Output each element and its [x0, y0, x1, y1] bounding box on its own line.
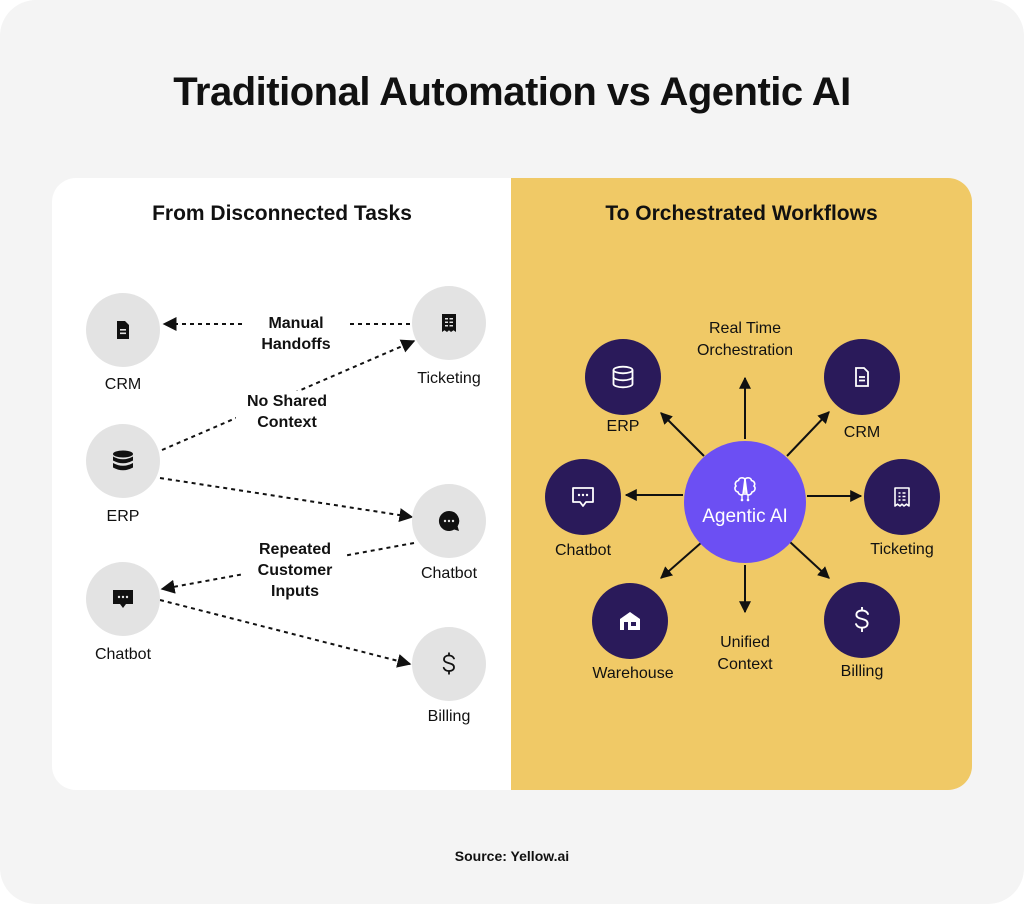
edge-chatbot-to-billing	[159, 599, 412, 668]
document-icon	[117, 321, 129, 339]
ticketing-label-left: Ticketing	[417, 370, 481, 387]
document-icon	[855, 367, 869, 387]
chatbot-node-left	[86, 562, 160, 636]
billing-node-right	[824, 582, 900, 658]
ticketing-node-left	[412, 286, 486, 360]
dollar-icon	[442, 652, 455, 675]
billing-label-left: Billing	[427, 708, 471, 725]
erp-label-right: ERP	[606, 418, 640, 435]
receipt-icon	[894, 487, 910, 507]
erp-label-left: ERP	[106, 508, 140, 525]
edge-label-manual-handoffs: Manual Handoffs	[244, 313, 348, 355]
erp-node-left	[86, 424, 160, 498]
ticketing-node-right	[864, 459, 940, 535]
agentic-ai-hub: Agentic AI	[684, 441, 806, 563]
chatbot-label-left: Chatbot	[94, 646, 152, 663]
right-panel-heading: To Orchestrated Workflows	[605, 202, 878, 225]
hub-label: Agentic AI	[702, 506, 788, 527]
arrow-hub-warehouse	[660, 541, 703, 579]
chat-bubble-icon	[572, 487, 594, 507]
chatbot-label-left-2: Chatbot	[420, 565, 478, 582]
brain-icon	[734, 477, 756, 502]
arrow-hub-erp	[660, 412, 705, 457]
billing-node-left	[412, 627, 486, 701]
database-icon	[612, 365, 634, 389]
warehouse-label-right: Warehouse	[592, 665, 674, 682]
ticketing-label-right: Ticketing	[870, 541, 934, 558]
edge-label-repeated-inputs: Repeated Customer Inputs	[244, 539, 346, 602]
left-panel-heading: From Disconnected Tasks	[152, 202, 412, 225]
page-title: Traditional Automation vs Agentic AI	[173, 70, 851, 114]
source-credit: Source: Yellow.ai	[454, 848, 570, 864]
unified-context-label: Unified Context	[717, 634, 773, 673]
real-time-orchestration-label: Real Time Orchestration	[696, 320, 794, 359]
crm-node-left	[86, 293, 160, 367]
edge-label-no-shared-context: No Shared Context	[236, 391, 338, 433]
erp-node-right	[585, 339, 661, 415]
receipt-icon	[442, 314, 456, 332]
dollar-icon	[855, 607, 869, 632]
warehouse-icon	[620, 612, 640, 630]
billing-label-right: Billing	[840, 663, 884, 680]
chat-bubble-icon	[113, 590, 133, 608]
arrow-hub-crm	[786, 411, 830, 457]
arrow-hub-billing	[789, 541, 830, 579]
crm-label-right: CRM	[843, 424, 881, 441]
crm-label-left: CRM	[104, 376, 142, 393]
crm-node-right	[824, 339, 900, 415]
chatbot-label-right: Chatbot	[554, 542, 612, 559]
warehouse-node-right	[592, 583, 668, 659]
chat-round-icon	[438, 510, 460, 531]
chatbot-node-right	[545, 459, 621, 535]
chatbot-node-right-of-left	[412, 484, 486, 558]
database-icon	[113, 450, 133, 471]
edge-erp-to-chatbot	[159, 477, 414, 522]
